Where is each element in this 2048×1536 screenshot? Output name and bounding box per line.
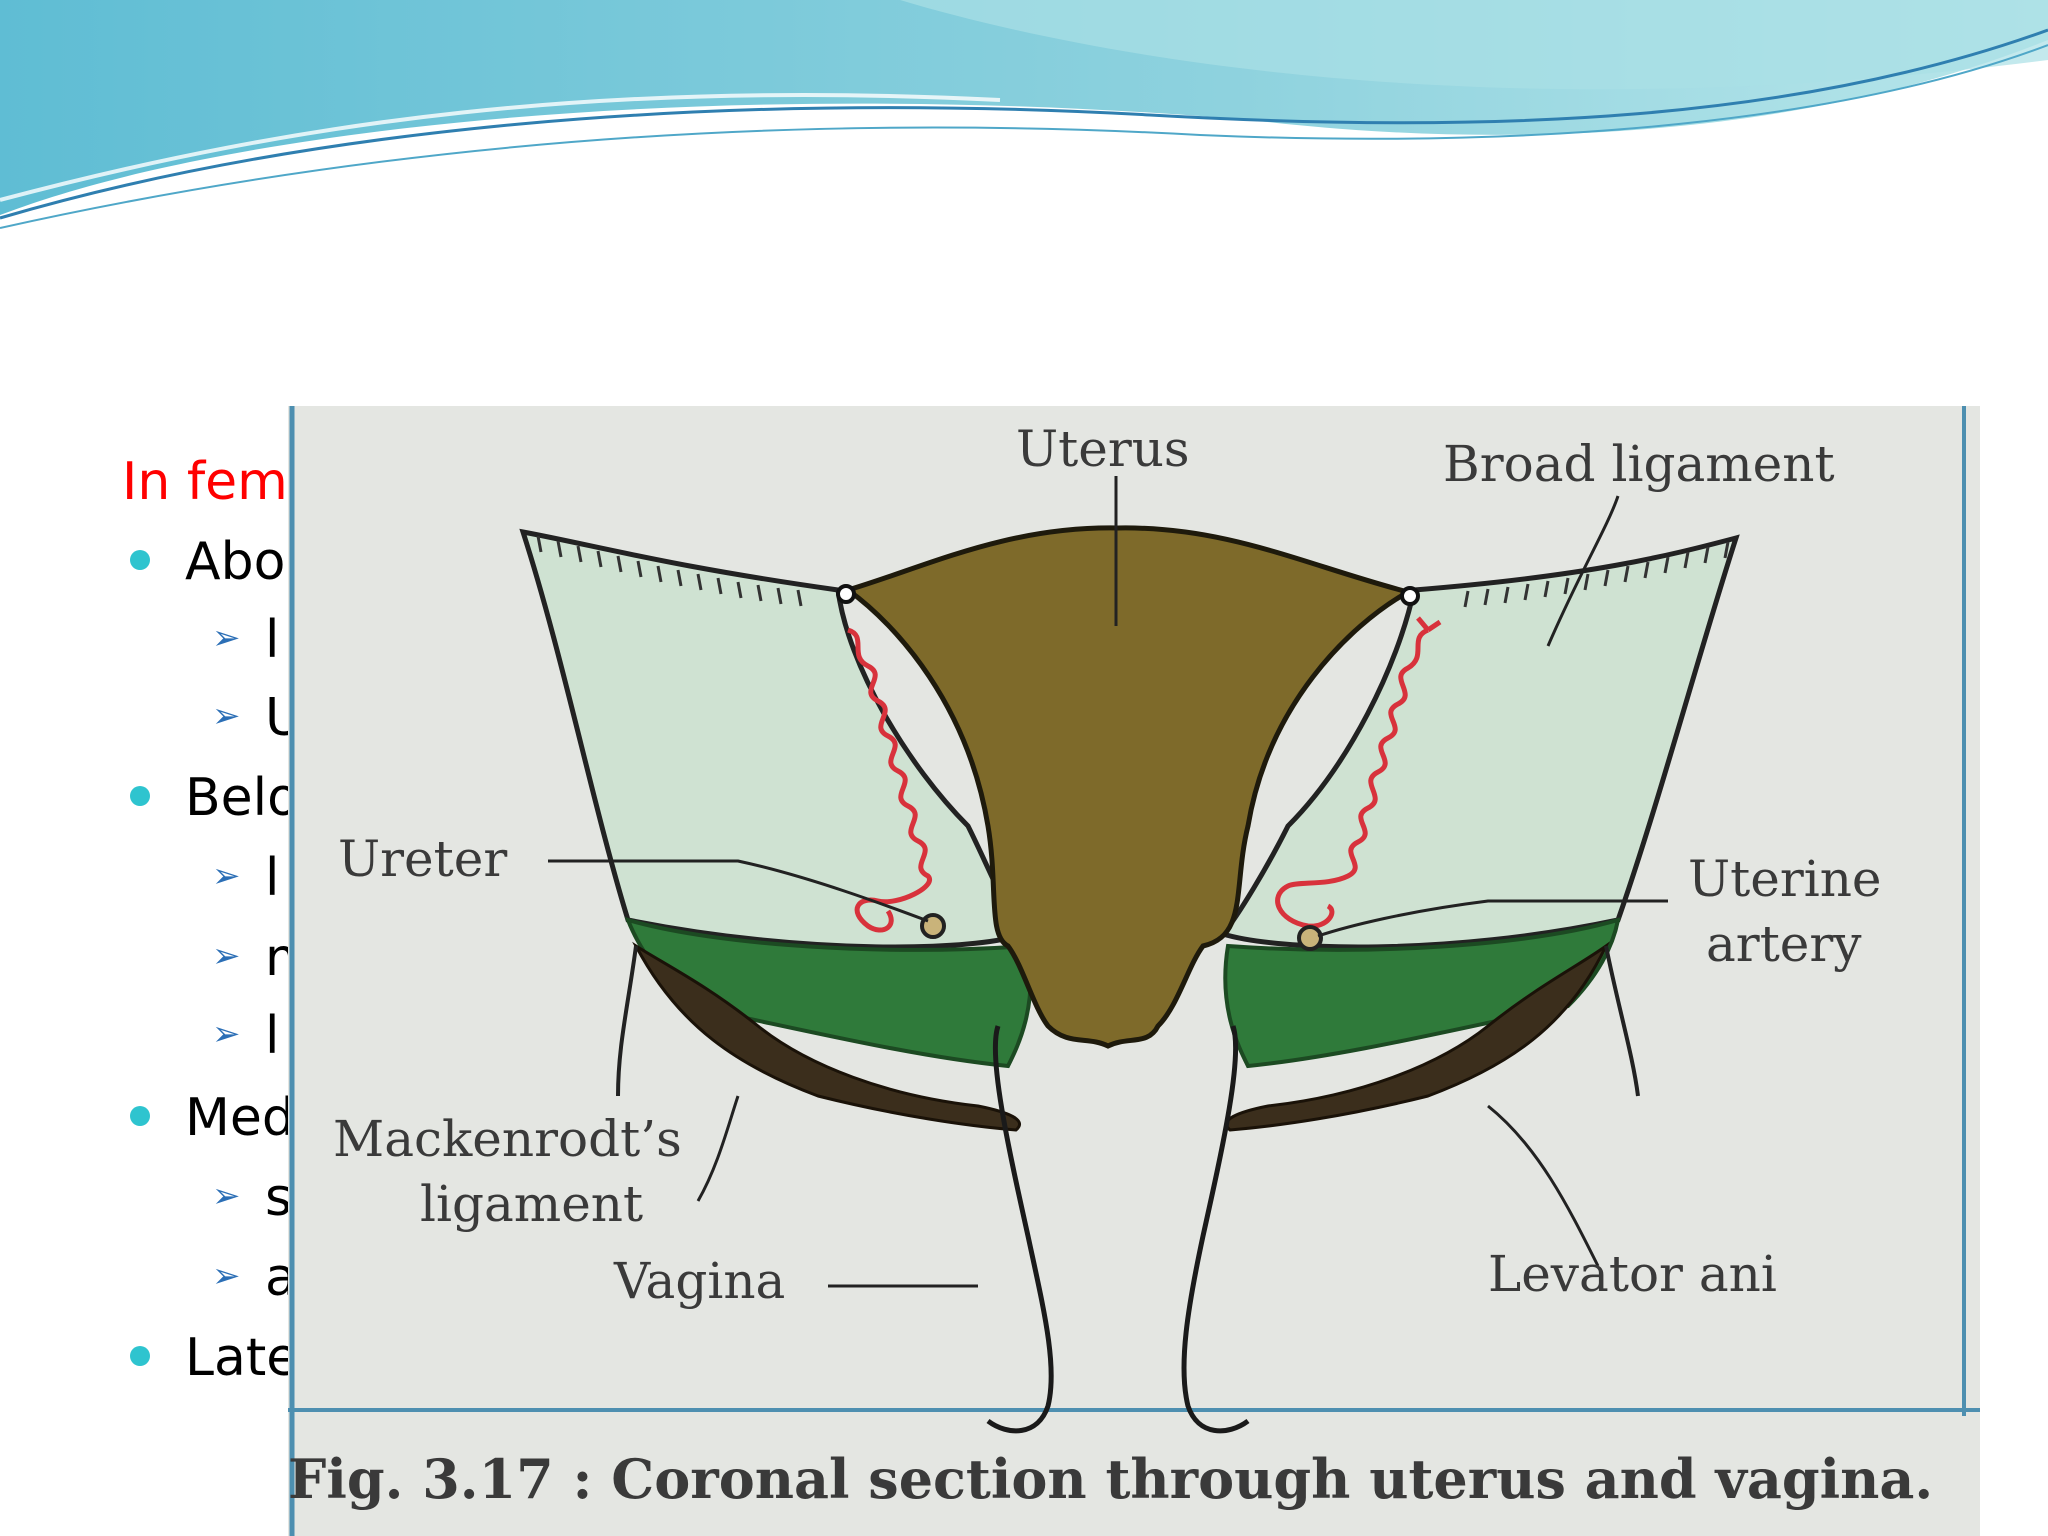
levator-ani-left (632, 941, 1021, 1132)
figure-caption: Fig. 3.17 : Coronal section through uter… (288, 1447, 1933, 1511)
chevron-bullet-icon: ➢ (212, 1176, 241, 1216)
bullet-dot-icon (130, 1346, 150, 1366)
sub-bullet-item: l (265, 1006, 280, 1066)
sub-bullet-item: l (265, 610, 280, 670)
label-levator-ani: Levator ani (1488, 1245, 1777, 1303)
bullet-item: Med (185, 1088, 295, 1148)
bullet-item: Abo (185, 532, 286, 592)
label-broad-ligament: Broad ligament (1443, 435, 1835, 493)
label-artery: artery (1706, 915, 1862, 973)
ureter-left (920, 913, 946, 939)
vagina-left-wall (986, 1025, 1054, 1434)
chevron-bullet-icon: ➢ (212, 696, 241, 736)
anatomy-figure: Uterus Broad ligament Ureter Uterine art… (288, 406, 1980, 1536)
chevron-bullet-icon: ➢ (212, 1014, 241, 1054)
label-ureter: Ureter (338, 830, 507, 888)
chevron-bullet-icon: ➢ (212, 856, 241, 896)
uterine-artery-right (1275, 627, 1430, 929)
uterus-shape (842, 525, 1415, 1049)
sub-bullet-item: l (265, 848, 280, 908)
chevron-bullet-icon: ➢ (212, 1256, 241, 1296)
label-uterus: Uterus (1016, 420, 1190, 478)
label-mackenrodt: Mackenrodt’s (333, 1110, 682, 1168)
bullet-dot-icon (130, 1106, 150, 1126)
bullet-dot-icon (130, 550, 150, 570)
bullet-dot-icon (130, 786, 150, 806)
label-mackenrodt-ligament: ligament (420, 1175, 643, 1233)
ureter-right (1297, 925, 1323, 951)
slide-heading: In fem (122, 452, 288, 512)
header-wave-decoration (0, 0, 2048, 229)
sub-bullet-item: s (265, 1168, 293, 1228)
chevron-bullet-icon: ➢ (212, 618, 241, 658)
chevron-bullet-icon: ➢ (212, 936, 241, 976)
label-vagina: Vagina (613, 1252, 785, 1310)
label-uterine: Uterine (1688, 850, 1882, 908)
bullet-item: Late (185, 1328, 299, 1388)
bullet-item: Belo (185, 768, 299, 828)
vagina-right-wall (1181, 1025, 1250, 1434)
